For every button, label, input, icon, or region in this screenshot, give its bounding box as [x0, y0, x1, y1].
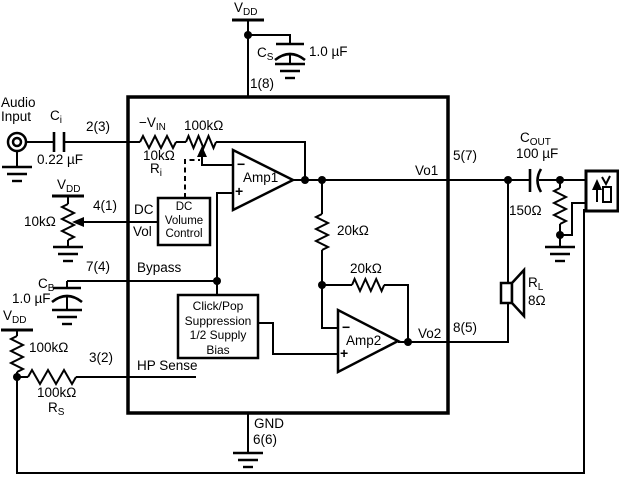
rl-label: RL [528, 275, 544, 293]
vin-pin-label: −VIN [139, 115, 166, 133]
amp2-label: Amp2 [346, 333, 382, 348]
dc-volume-control-label: DC Volume Control [164, 201, 204, 240]
ground-icon [51, 245, 85, 263]
ground-icon [273, 62, 307, 80]
resistor-ri [139, 133, 177, 151]
audio-input-jack-icon [6, 131, 28, 153]
r150-value: 150Ω [509, 203, 542, 218]
cs-value: 1.0 µF [309, 44, 348, 59]
dc-pot-value: 10kΩ [24, 214, 56, 229]
ground-icon [543, 245, 577, 263]
amp1-minus-sign: − [237, 156, 246, 172]
amp2-minus-sign: − [342, 319, 351, 335]
click-pop-suppression-box [176, 293, 260, 360]
resistor-dc-pot [59, 203, 77, 241]
opamps [231, 147, 401, 375]
click-pop-label: Click/Pop Suppression 1/2 Supply Bias [184, 299, 252, 357]
vdd-pot-label: VDD [57, 177, 81, 195]
cout-label: COUT [520, 130, 551, 148]
resistor-pullup [8, 335, 26, 373]
pin2-label: 2(3) [86, 119, 111, 134]
ground-icon [50, 308, 84, 326]
pin7-label: 7(4) [86, 259, 111, 274]
resistor-20k-vertical [313, 213, 331, 251]
capacitors [51, 42, 543, 310]
rs-label: RS [48, 400, 65, 418]
cs-label: CS [257, 45, 274, 63]
resistor-internal-pot [185, 133, 217, 151]
dc-volume-control-box [156, 196, 212, 247]
ground-icon [231, 451, 265, 469]
hp-sense-pin-label: HP Sense [137, 358, 198, 373]
vo2-pin-label: Vo2 [418, 326, 442, 341]
amp1-opamp-icon [231, 147, 296, 213]
vo1-pin-label: Vo1 [415, 163, 439, 178]
ri-label: Ri [150, 161, 162, 179]
ground-icon [0, 165, 34, 183]
pin1-label: 1(8) [250, 76, 275, 91]
resistors [8, 133, 569, 387]
amp2-plus-sign: + [340, 345, 349, 361]
pullup-value: 100kΩ [29, 340, 69, 355]
rs-value: 100kΩ [37, 385, 77, 400]
resistor-rs [27, 367, 77, 387]
vdd-top-label: VDD [234, 0, 258, 18]
r20k-vertical-value: 20kΩ [337, 223, 369, 238]
internal-pot-wiper-icon [197, 146, 207, 157]
amp1-label: Amp1 [243, 170, 279, 185]
amp2-opamp-icon [336, 307, 401, 375]
ci-label: Ci [50, 108, 62, 126]
gnd-pin-label: GND [254, 416, 284, 431]
resistor-150 [551, 187, 569, 225]
dc-pot-wiper-icon [72, 217, 84, 227]
dc-pin-label: DC [134, 202, 154, 217]
headphone-jack-icon [584, 169, 619, 213]
ri-value: 10kΩ [143, 148, 175, 163]
r20k-feedback-value: 20kΩ [350, 261, 382, 276]
ic-boundary-box [126, 95, 450, 415]
pin8-label: 8(5) [453, 320, 478, 335]
vol-pin-label: Vol [133, 224, 152, 239]
pin4-label: 4(1) [93, 198, 118, 213]
rl-value: 8Ω [528, 293, 546, 308]
bypass-pin-label: Bypass [137, 260, 182, 275]
internal-pot-value: 100kΩ [184, 118, 224, 133]
wires [1, 18, 586, 474]
volume-control-dashed-line [184, 159, 200, 198]
wiper-arrows [72, 146, 207, 227]
cout-value: 100 µF [516, 146, 559, 161]
junction-dots [13, 31, 564, 381]
pin6-label: 6(6) [253, 432, 278, 447]
ci-value: 0.22 µF [37, 152, 84, 167]
speaker-icon [499, 266, 526, 320]
cb-label: CB [38, 276, 55, 294]
pin3-label: 3(2) [89, 350, 114, 365]
amp1-plus-sign: + [235, 183, 244, 199]
cb-value: 1.0 µF [12, 291, 51, 306]
vdd-bottom-label: VDD [3, 308, 27, 326]
resistor-20k-feedback [351, 276, 386, 294]
pin5-label: 5(7) [453, 148, 478, 163]
